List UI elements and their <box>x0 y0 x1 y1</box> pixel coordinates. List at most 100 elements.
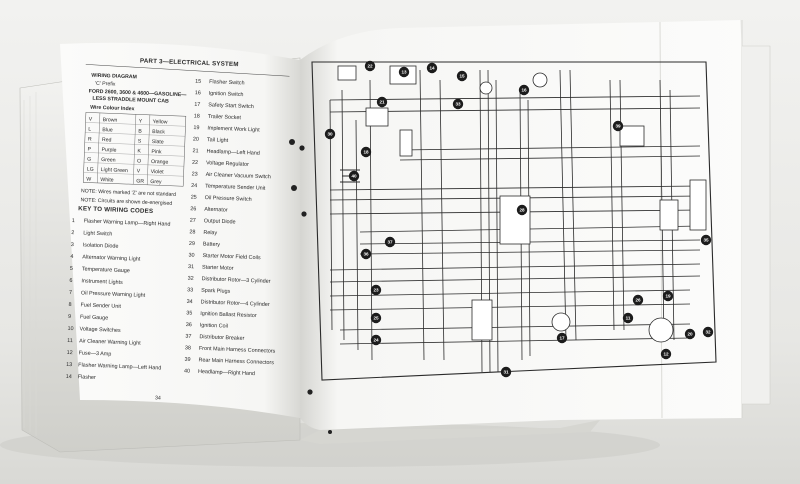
diagram-callout: 20 <box>684 328 696 340</box>
key-number: 29 <box>189 241 195 247</box>
diagram-callout: 31 <box>500 366 512 378</box>
color-index-cell: W <box>86 176 91 182</box>
diagram-callout: 36 <box>360 248 372 260</box>
diagram-callout: 26 <box>632 294 644 306</box>
note-2: NOTE: Circuits are shown de-energised <box>80 197 172 207</box>
key-number: 12 <box>67 350 73 356</box>
key-number: 8 <box>68 302 71 308</box>
key-number: 23 <box>192 171 198 177</box>
title-line-3: FORD 2600, 3600 & 4600—GASOLINE— <box>89 89 188 99</box>
key-label: Instrument Lights <box>81 278 123 286</box>
key-label: Headlamp—Left Hand <box>206 149 260 157</box>
svg-text:32: 32 <box>705 330 711 335</box>
key-number: 18 <box>194 113 200 119</box>
diagram-callout: 39 <box>612 120 624 132</box>
color-index-cell: Purple <box>101 147 116 154</box>
diagram-callout: 14 <box>426 62 438 74</box>
diagram-callout: 24 <box>370 334 382 346</box>
svg-text:19: 19 <box>665 294 671 299</box>
color-index-cell: Violet <box>151 169 165 176</box>
title-line-4: LESS STRADDLE MOUNT CAB <box>92 96 169 105</box>
key-label: Fuel Sender Unit <box>80 302 121 310</box>
svg-text:40: 40 <box>351 174 357 179</box>
page-number: 34 <box>155 395 161 401</box>
svg-text:14: 14 <box>429 66 435 71</box>
key-label: Ignition Switch <box>209 91 244 98</box>
key-label: Flasher Switch <box>209 79 245 86</box>
key-label: Temperature Gauge <box>82 266 130 274</box>
color-index-cell: Black <box>152 129 165 135</box>
svg-text:26: 26 <box>635 298 641 303</box>
svg-text:23: 23 <box>373 288 379 293</box>
page-stack-bottom <box>300 420 600 444</box>
key-label: Headlamp—Right Hand <box>198 369 255 377</box>
color-index-cell: White <box>100 177 114 184</box>
key-title: KEY TO WIRING CODES <box>78 205 153 215</box>
key-number: 38 <box>185 345 191 351</box>
key-number: 24 <box>191 183 197 189</box>
color-index-cell: L <box>88 127 91 133</box>
key-label: Oil Pressure Warning Light <box>81 290 146 298</box>
key-label: Spark Plugs <box>201 288 231 295</box>
key-label: Temperature Sender Unit <box>205 183 266 191</box>
color-index-cell: S <box>138 138 142 144</box>
key-number: 28 <box>189 229 195 235</box>
key-label: Alternator Warning Light <box>82 254 141 262</box>
color-index-cell: Orange <box>151 159 169 166</box>
svg-text:21: 21 <box>379 100 385 105</box>
key-label: Starter Motor <box>202 265 234 272</box>
key-label: Isolation Diode <box>83 242 119 249</box>
color-index-cell: Yellow <box>152 119 167 126</box>
binding-holes <box>289 139 332 434</box>
diagram-callout: 30 <box>324 128 336 140</box>
diagram-callout: 12 <box>660 348 672 360</box>
key-label: Distributor Breaker <box>199 334 244 342</box>
diagram-callout: 32 <box>702 326 714 338</box>
key-number: 19 <box>193 125 199 131</box>
key-label: Implement Work Light <box>207 126 260 134</box>
left-page <box>60 42 300 418</box>
svg-text:28: 28 <box>519 208 525 213</box>
diagram-callout: 21 <box>376 96 388 108</box>
diagram-callout: 40 <box>348 170 360 182</box>
color-index-cell: Brown <box>103 117 118 124</box>
diagram-callout: 35 <box>700 234 712 246</box>
key-number: 22 <box>192 160 198 166</box>
key-label: Voltage Switches <box>79 326 121 334</box>
color-index-cell: GR <box>136 178 144 184</box>
key-number: 27 <box>190 218 196 224</box>
color-index-cell: Blue <box>102 127 113 133</box>
key-number: 34 <box>187 299 193 305</box>
key-label: Alternator <box>204 207 228 214</box>
svg-text:20: 20 <box>687 332 693 337</box>
svg-text:13: 13 <box>401 70 407 75</box>
diagram-callout: 22 <box>364 60 376 72</box>
key-number: 2 <box>71 230 74 236</box>
color-index-cell: Slate <box>152 139 164 145</box>
key-label: Air Cleaner Vacuum Switch <box>205 172 270 180</box>
svg-text:17: 17 <box>559 336 565 341</box>
key-number: 4 <box>70 254 73 260</box>
title-line-2: 'C' Prefix <box>95 81 116 88</box>
key-label: Light Switch <box>83 230 112 237</box>
key-number: 26 <box>190 206 196 212</box>
key-label: Flasher Warning Lamp—Left Hand <box>78 362 161 371</box>
key-label: Ignition Coil <box>200 323 228 330</box>
key-label: Ignition Ballast Resistor <box>200 311 257 319</box>
svg-text:25: 25 <box>373 316 379 321</box>
color-index-cell: LG <box>87 167 94 173</box>
diagram-callout: 33 <box>452 98 464 110</box>
wiring-diagram: 2213141533211639301840283637232524311726… <box>311 60 717 381</box>
key-number: 10 <box>67 326 73 332</box>
svg-text:12: 12 <box>663 352 669 357</box>
key-number: 36 <box>186 322 192 328</box>
svg-text:30: 30 <box>327 132 333 137</box>
color-index-cell: Grey <box>150 179 162 185</box>
svg-text:37: 37 <box>387 240 393 245</box>
key-label: Trailer Socket <box>208 114 242 121</box>
key-label: Output Diode <box>204 218 236 225</box>
key-number: 5 <box>70 266 73 272</box>
